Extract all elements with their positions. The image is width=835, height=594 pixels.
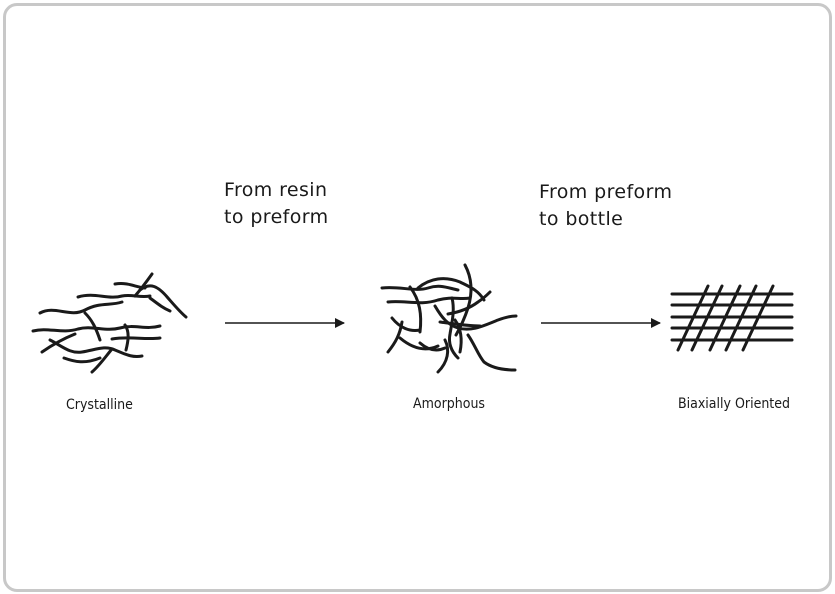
- crystalline-structure: [31, 272, 188, 374]
- biaxially-oriented-structure: [670, 284, 794, 352]
- step-preform-to-bottle: From preform to bottle: [539, 179, 672, 233]
- step-preform-line2: to bottle: [539, 208, 624, 230]
- step-resin-to-preform: From resin to preform: [224, 177, 329, 231]
- step-preform-line1: From preform: [539, 181, 673, 203]
- label-biaxially-oriented: Biaxially Oriented: [678, 396, 790, 412]
- label-amorphous: Amorphous: [413, 396, 485, 412]
- step-resin-line1: From resin: [224, 179, 328, 201]
- amorphous-structure: [380, 263, 518, 374]
- label-crystalline: Crystalline: [66, 397, 133, 413]
- step-resin-line2: to preform: [224, 206, 329, 228]
